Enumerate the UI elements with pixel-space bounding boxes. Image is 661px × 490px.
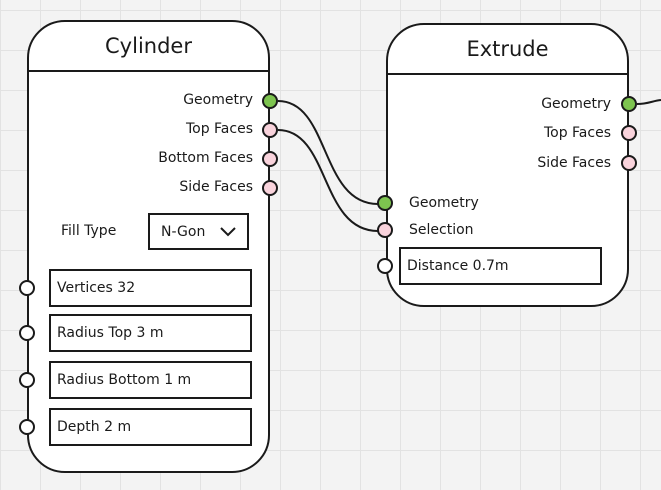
input-label-geometry: Geometry	[409, 195, 479, 211]
output-label-bottom-faces: Bottom Faces	[158, 150, 253, 166]
link-extrude-geometry-out[interactable]	[636, 99, 661, 105]
output-label-side-faces: Side Faces	[537, 155, 611, 171]
fill-type-label: Fill Type	[61, 223, 117, 239]
fill-type-value: N-Gon	[161, 223, 206, 240]
output-socket-geometry[interactable]	[262, 93, 278, 109]
link-cylinder-geometry-to-extrude-geometry[interactable]	[277, 100, 379, 205]
output-label-top-faces: Top Faces	[543, 125, 611, 141]
input-socket-radius-bottom[interactable]	[19, 372, 35, 388]
radius-top-field[interactable]: Radius Top 3 m	[49, 314, 252, 352]
node-title: Cylinder	[105, 34, 192, 58]
radius-bottom-field[interactable]: Radius Bottom 1 m	[49, 361, 252, 399]
output-label-side-faces: Side Faces	[179, 179, 253, 195]
link-cylinder-top-faces-to-extrude-selection[interactable]	[277, 129, 379, 232]
input-label-selection: Selection	[409, 222, 474, 238]
output-socket-bottom-faces[interactable]	[262, 151, 278, 167]
output-label-geometry: Geometry	[541, 96, 611, 112]
input-socket-radius-top[interactable]	[19, 325, 35, 341]
fill-type-dropdown[interactable]: N-Gon	[148, 213, 249, 250]
cylinder-node-header[interactable]: Cylinder	[29, 22, 268, 72]
input-socket-selection[interactable]	[377, 222, 393, 238]
vertices-field[interactable]: Vertices 32	[49, 269, 252, 307]
output-socket-side-faces[interactable]	[262, 180, 278, 196]
output-socket-side-faces[interactable]	[621, 155, 637, 171]
output-socket-top-faces[interactable]	[621, 125, 637, 141]
node-title: Extrude	[466, 37, 549, 61]
input-socket-vertices[interactable]	[19, 280, 35, 296]
chevron-down-icon	[220, 227, 236, 237]
output-label-geometry: Geometry	[183, 92, 253, 108]
distance-field[interactable]: Distance 0.7m	[399, 247, 602, 285]
output-label-top-faces: Top Faces	[185, 121, 253, 137]
depth-field[interactable]: Depth 2 m	[49, 408, 252, 446]
output-socket-top-faces[interactable]	[262, 122, 278, 138]
input-socket-geometry[interactable]	[377, 195, 393, 211]
input-socket-distance[interactable]	[377, 258, 393, 274]
input-socket-depth[interactable]	[19, 419, 35, 435]
output-socket-geometry[interactable]	[621, 96, 637, 112]
extrude-node-header[interactable]: Extrude	[388, 25, 627, 75]
